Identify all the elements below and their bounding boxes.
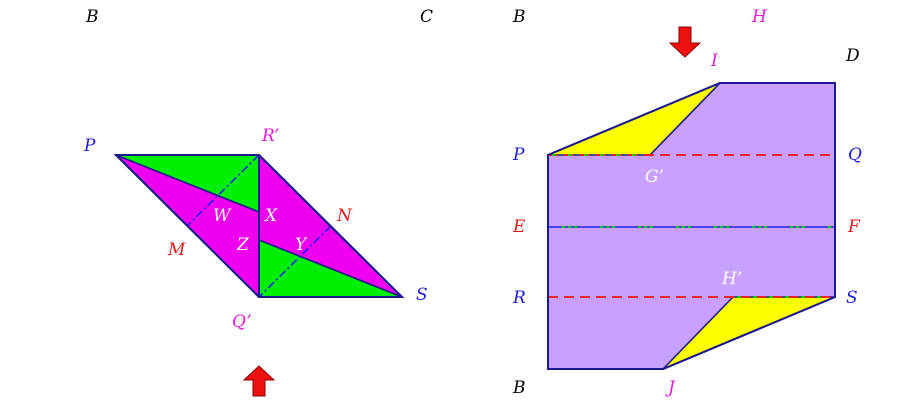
left-dashdot-line-upper bbox=[186, 154, 260, 227]
left-label-X: X bbox=[263, 206, 278, 226]
left-label-W: W bbox=[213, 206, 232, 226]
down-arrow-icon bbox=[668, 26, 702, 58]
up-arrow-icon bbox=[242, 365, 276, 397]
left-label-R-prime: R’ bbox=[261, 126, 279, 146]
left-figure: B C P R’ N M S Q’ W X Z Y bbox=[83, 7, 433, 397]
right-label-G-prime: G’ bbox=[645, 167, 664, 187]
right-label-R: R bbox=[512, 288, 526, 308]
right-hexagon-outline bbox=[547, 82, 836, 370]
right-label-Q: Q bbox=[848, 145, 862, 165]
right-label-E: E bbox=[512, 217, 526, 237]
left-label-P: P bbox=[83, 136, 96, 156]
right-label-J: J bbox=[665, 378, 676, 398]
right-label-P: P bbox=[512, 145, 525, 165]
left-label-C: C bbox=[420, 7, 433, 27]
right-label-H: H bbox=[751, 7, 768, 27]
right-label-H-prime: H’ bbox=[721, 269, 742, 289]
left-label-Q-prime: Q’ bbox=[232, 312, 252, 332]
right-label-F: F bbox=[847, 217, 861, 237]
left-label-Z: Z bbox=[236, 235, 250, 255]
right-figure: B H I D P Q G’ E F R S H’ B J bbox=[512, 7, 862, 398]
left-parallelogram-outline bbox=[113, 154, 405, 298]
left-label-N: N bbox=[336, 206, 353, 226]
left-label-B: B bbox=[85, 7, 99, 27]
right-label-B-bottom: B bbox=[512, 378, 526, 398]
right-label-I: I bbox=[710, 51, 718, 71]
left-dashdot-line-lower bbox=[258, 225, 332, 298]
right-label-D: D bbox=[845, 46, 860, 66]
left-label-S: S bbox=[416, 285, 428, 305]
right-label-S: S bbox=[846, 288, 858, 308]
right-label-B-top: B bbox=[512, 7, 526, 27]
left-label-M: M bbox=[167, 240, 186, 260]
left-label-Y: Y bbox=[295, 235, 308, 255]
